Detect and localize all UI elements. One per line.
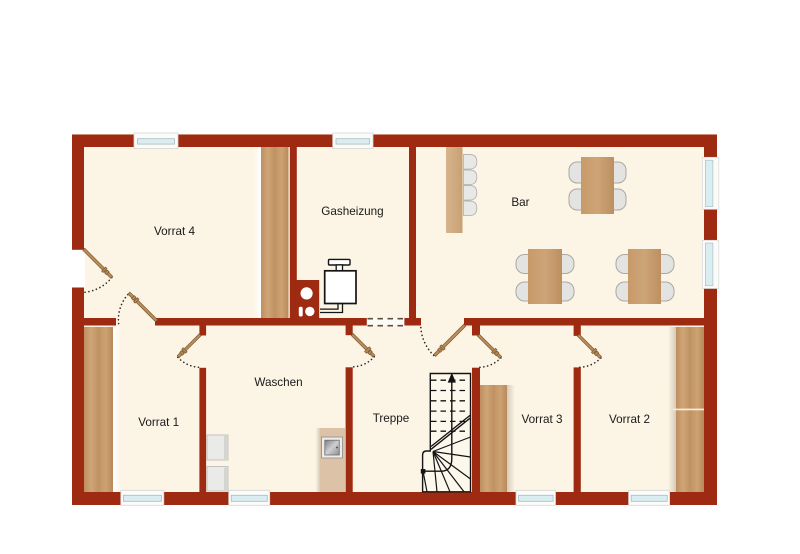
svg-text:Treppe: Treppe <box>373 412 410 425</box>
svg-text:Vorrat 4: Vorrat 4 <box>154 225 195 238</box>
svg-text:Vorrat 3: Vorrat 3 <box>522 413 563 426</box>
svg-text:Vorrat 1: Vorrat 1 <box>138 416 179 429</box>
svg-text:Bar: Bar <box>511 196 529 209</box>
svg-text:Gasheizung: Gasheizung <box>321 205 383 218</box>
svg-text:Waschen: Waschen <box>254 376 302 389</box>
svg-text:Vorrat 2: Vorrat 2 <box>609 413 650 426</box>
